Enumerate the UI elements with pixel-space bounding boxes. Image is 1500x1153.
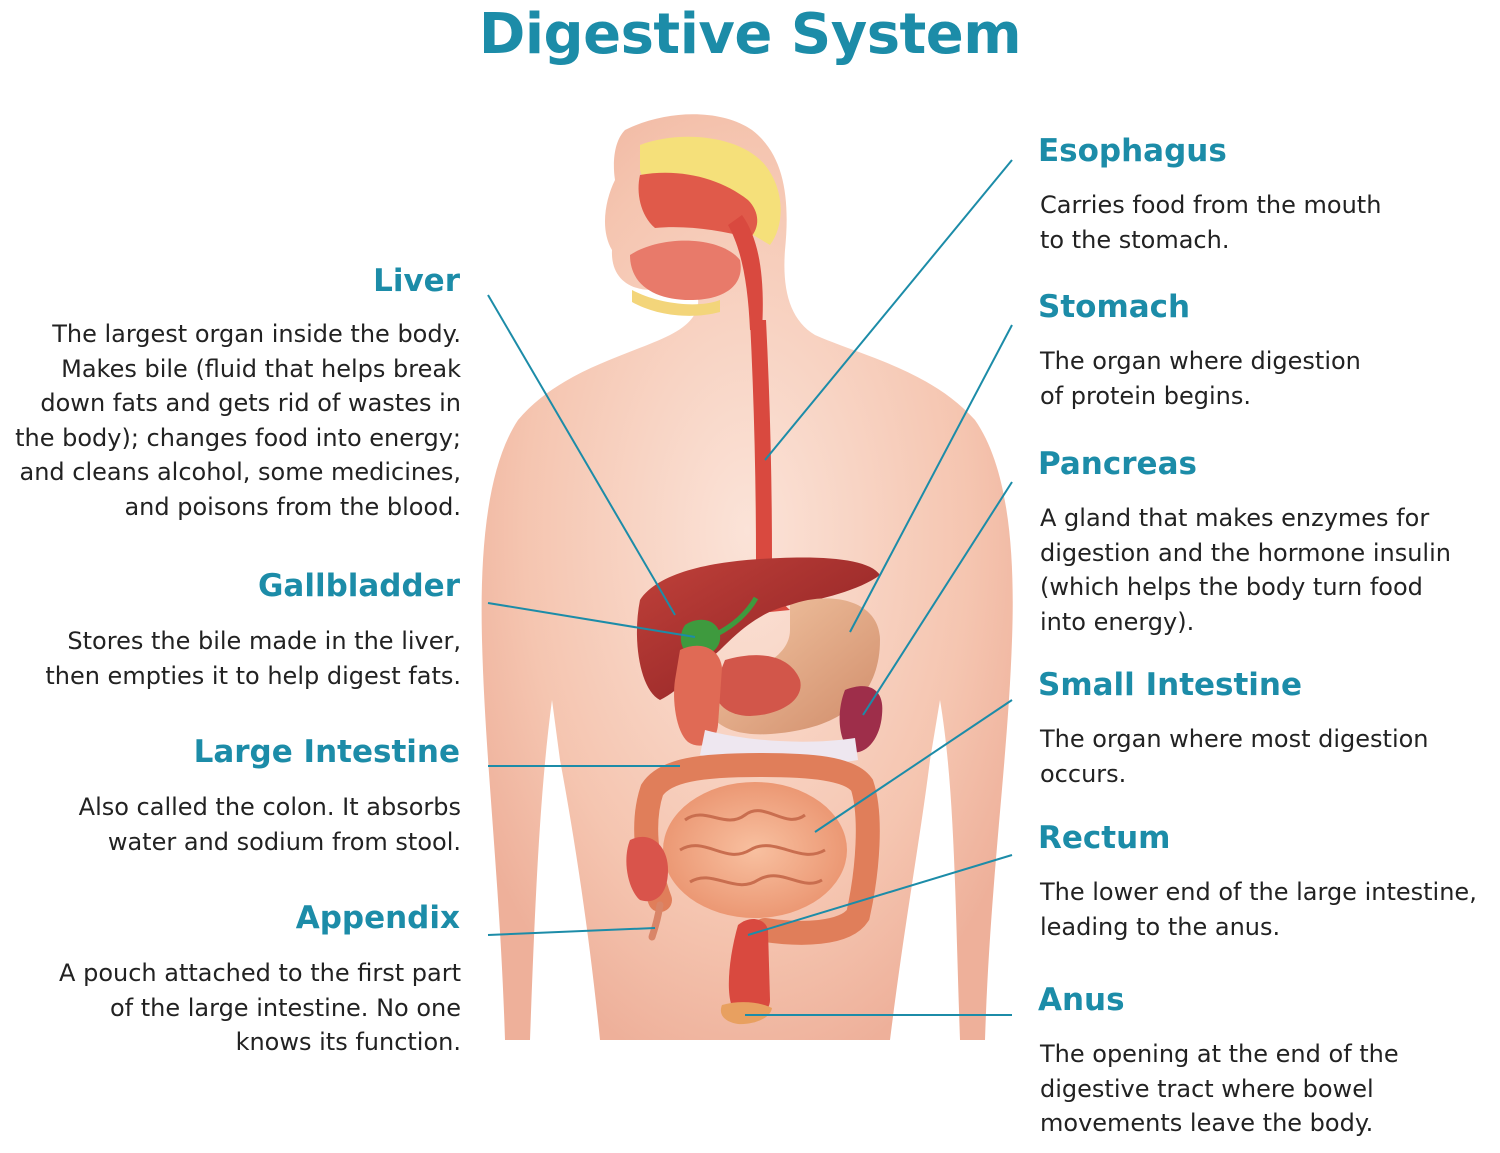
desc-line: the body); changes food into energy; <box>15 423 461 452</box>
desc-line: Also called the colon. It absorbs <box>78 793 461 821</box>
leader-line-gallbladder <box>487 602 696 638</box>
desc-rectum: The lower end of the large intestine, le… <box>1040 875 1477 944</box>
label-small-intestine: Small Intestine <box>1038 667 1303 703</box>
desc-gallbladder: Stores the bile made in the liver, then … <box>45 624 461 693</box>
desc-line: and cleans alcohol, some medicines, <box>19 458 461 486</box>
cecum <box>626 836 668 902</box>
appendix <box>648 901 664 941</box>
leader-line-pancreas <box>862 481 1013 716</box>
bile-duct <box>713 596 759 638</box>
small-intestine <box>663 782 847 918</box>
label-esophagus: Esophagus <box>1038 133 1227 169</box>
small-intestine-coils <box>679 809 826 887</box>
desc-line: The lower end of the large intestine, <box>1040 878 1477 906</box>
desc-line: (which helps the body turn food <box>1040 573 1423 601</box>
tongue <box>630 240 741 300</box>
desc-line: The organ where most digestion <box>1040 725 1429 753</box>
desc-line: Carries food from the mouth <box>1040 191 1382 219</box>
desc-line: A pouch attached to the first part <box>59 959 461 987</box>
desc-anus: The opening at the end of the digestive … <box>1040 1037 1399 1141</box>
desc-line: movements leave the body. <box>1040 1109 1374 1137</box>
desc-line: into energy). <box>1040 607 1195 636</box>
rectum <box>728 918 770 1016</box>
jaw <box>632 290 720 316</box>
leader-line-small-intestine <box>814 699 1013 833</box>
desc-line: and poisons from the blood. <box>124 492 461 521</box>
desc-line: digestive tract where bowel <box>1040 1074 1374 1103</box>
colon <box>634 752 880 945</box>
label-gallbladder: Gallbladder <box>257 568 460 604</box>
desc-line: down fats and gets rid of wastes in <box>40 389 461 417</box>
label-stomach: Stomach <box>1038 289 1191 325</box>
desc-pancreas: A gland that makes enzymes for digestion… <box>1040 501 1451 639</box>
desc-line: The largest organ inside the body. <box>52 320 461 348</box>
stomach-interior <box>714 655 801 716</box>
page-title: Digestive System <box>478 2 1022 67</box>
label-appendix: Appendix <box>295 900 460 936</box>
desc-line: knows its function. <box>235 1028 461 1056</box>
leader-line-stomach <box>849 324 1013 633</box>
desc-line: digestion and the hormone insulin <box>1040 538 1451 567</box>
desc-line: leading to the anus. <box>1040 912 1281 941</box>
desc-line: water and sodium from stool. <box>107 827 461 856</box>
desc-line: then empties it to help digest fats. <box>45 661 461 690</box>
desc-line: Makes bile (fluid that helps break <box>61 354 461 383</box>
desc-line: occurs. <box>1040 759 1127 788</box>
desc-line: of protein begins. <box>1040 381 1251 410</box>
leader-lines <box>487 159 1013 1016</box>
desc-esophagus: Carries food from the mouth to the stoma… <box>1040 188 1381 257</box>
esophagus-tube <box>750 320 790 612</box>
desc-line: Stores the bile made in the liver, <box>67 627 461 655</box>
desc-large-intestine: Also called the colon. It absorbs water … <box>79 790 461 859</box>
desc-line: of the large intestine. No one <box>109 993 461 1022</box>
desc-small-intestine: The organ where most digestion occurs. <box>1040 722 1429 791</box>
anus <box>720 1002 772 1025</box>
nasal-cavity <box>638 172 758 238</box>
label-large-intestine: Large Intestine <box>193 734 460 770</box>
desc-stomach: The organ where digestion of protein beg… <box>1040 344 1361 413</box>
pharynx <box>728 215 763 330</box>
desc-line: to the stomach. <box>1040 225 1230 254</box>
duodenum <box>674 645 722 746</box>
desc-liver: The largest organ inside the body. Makes… <box>15 317 461 524</box>
desc-appendix: A pouch attached to the first part of th… <box>59 956 461 1060</box>
leader-line-appendix <box>487 927 656 936</box>
leader-line-esophagus <box>764 159 1013 461</box>
label-rectum: Rectum <box>1038 820 1171 856</box>
desc-line: The opening at the end of the <box>1040 1040 1399 1068</box>
desc-line: A gland that makes enzymes for <box>1040 504 1430 532</box>
leader-line-liver <box>487 294 676 616</box>
label-anus: Anus <box>1038 982 1125 1018</box>
label-liver: Liver <box>373 263 460 299</box>
desc-line: The organ where digestion <box>1040 347 1361 375</box>
label-pancreas: Pancreas <box>1038 446 1197 482</box>
leader-line-rectum <box>747 854 1013 936</box>
